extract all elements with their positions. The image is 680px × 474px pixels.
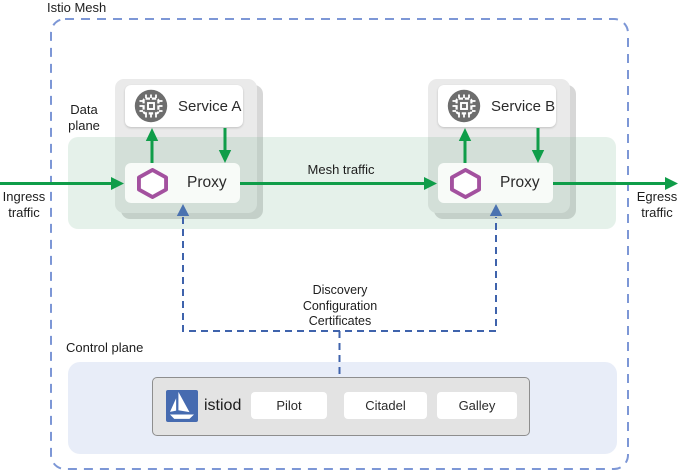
control-plane-label: Control plane — [66, 340, 144, 355]
service-a-box: Service A — [125, 85, 243, 127]
istio-mesh-title: Istio Mesh — [44, 0, 110, 16]
service-a-label: Service A — [178, 97, 242, 115]
service-b-label: Service B — [491, 97, 556, 115]
data-plane-label: Data plane — [68, 102, 100, 133]
hexagon-proxy-icon — [450, 167, 481, 199]
proxy-b-label: Proxy — [500, 174, 540, 191]
component-citadel: Citadel — [344, 392, 427, 419]
component-pilot: Pilot — [251, 392, 327, 419]
proxy-b-box: Proxy — [438, 163, 553, 203]
proxy-a-box: Proxy — [125, 163, 240, 203]
istiod-box: istiod Pilot Citadel Galley — [152, 377, 530, 436]
mesh-traffic-label: Mesh traffic — [307, 162, 375, 177]
hexagon-proxy-icon — [137, 167, 168, 199]
istio-sailboat-icon — [166, 390, 198, 422]
cpu-chip-icon — [134, 89, 168, 123]
component-galley: Galley — [437, 392, 517, 419]
proxy-a-label: Proxy — [187, 174, 227, 191]
service-b-box: Service B — [438, 85, 556, 127]
ingress-traffic-label: Ingress traffic — [2, 189, 46, 220]
cpu-chip-icon — [447, 89, 481, 123]
istiod-label: istiod — [204, 397, 242, 414]
egress-traffic-label: Egress traffic — [636, 189, 678, 220]
discovery-config-certs-label: Discovery Configuration Certificates — [302, 283, 378, 328]
